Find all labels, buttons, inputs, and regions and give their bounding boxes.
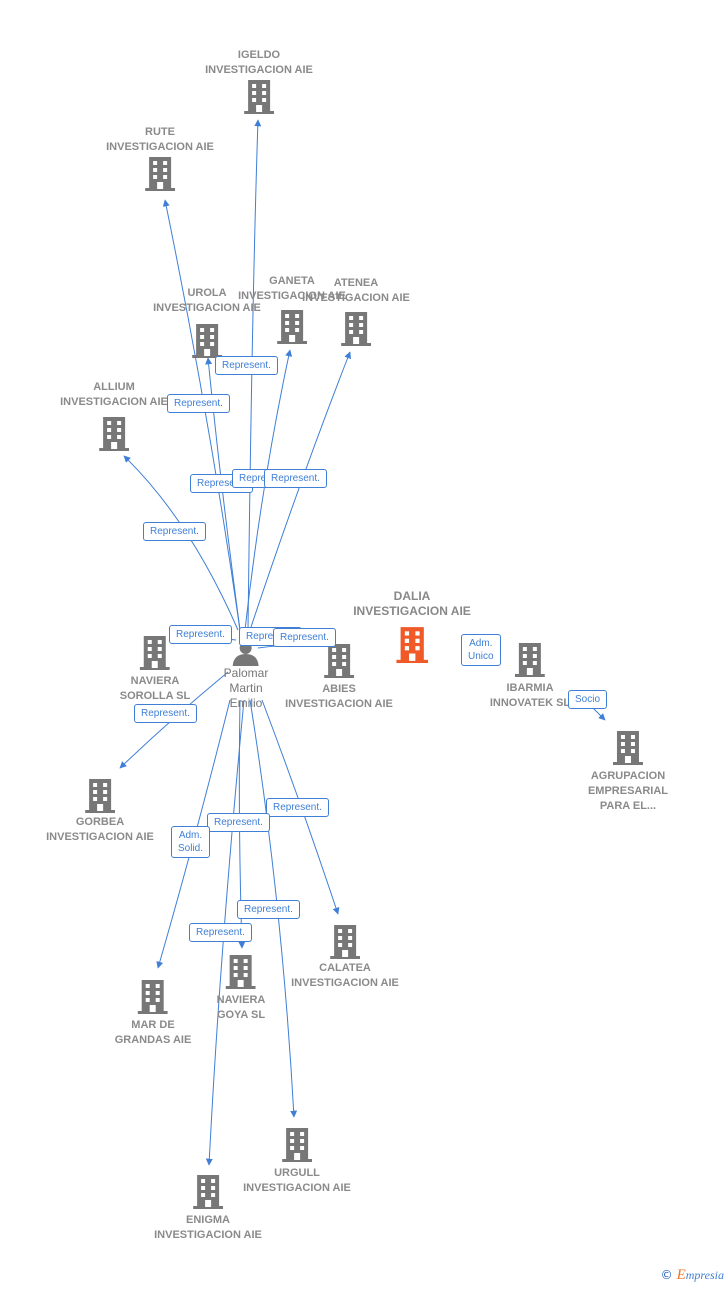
- brand-name: mpresia: [685, 1268, 724, 1282]
- company-label: GORBEA INVESTIGACION AIE: [46, 816, 154, 843]
- company-gorbea[interactable]: GORBEA INVESTIGACION AIE: [46, 777, 154, 845]
- person-label: Palomar Martin Emilio: [223, 666, 269, 710]
- company-calatea[interactable]: CALATEA INVESTIGACION AIE: [291, 923, 399, 991]
- relation-tag[interactable]: Represent.: [169, 625, 232, 644]
- relation-tag-adm-unico[interactable]: Adm. Unico: [461, 634, 501, 666]
- brand-initial: E: [676, 1267, 686, 1283]
- company-enigma[interactable]: ENIGMA INVESTIGACION AIE: [154, 1173, 262, 1243]
- building-icon: [192, 324, 222, 358]
- building-icon: [613, 731, 643, 765]
- building-icon: [145, 157, 175, 191]
- building-icon: [330, 925, 360, 959]
- company-label: IGELDO INVESTIGACION AIE: [205, 49, 313, 76]
- company-label: ABIES INVESTIGACION AIE: [285, 683, 393, 710]
- relation-tag-socio[interactable]: Socio: [568, 690, 608, 709]
- company-allium[interactable]: ALLIUM INVESTIGACION AIE: [60, 380, 168, 451]
- relation-tag[interactable]: Represent.: [143, 522, 206, 541]
- company-label: IBARMIA INNOVATEK SL: [489, 682, 571, 709]
- brand-logo[interactable]: ©Empresia: [661, 1267, 724, 1284]
- building-icon: [193, 1175, 223, 1209]
- edge-atenea: [249, 351, 351, 631]
- building-icon: [137, 980, 168, 1014]
- company-label: AGRUPACION EMPRESARIAL PARA EL...: [587, 770, 669, 812]
- relation-tag[interactable]: Represent.: [266, 798, 329, 817]
- building-icon: [514, 643, 545, 677]
- company-label: MAR DE GRANDAS AIE: [114, 1019, 192, 1046]
- edge-igeldo: [247, 119, 262, 631]
- company-agrupacion[interactable]: AGRUPACION EMPRESARIAL PARA EL...: [588, 729, 668, 814]
- building-icon: [396, 627, 428, 663]
- building-icon: [324, 644, 354, 678]
- relation-tag[interactable]: Represent.: [167, 394, 230, 413]
- building-icon: [85, 779, 115, 813]
- company-label: ATENEA INVESTIGACION AIE: [302, 277, 410, 304]
- company-label: RUTE INVESTIGACION AIE: [106, 126, 214, 153]
- building-icon: [277, 310, 307, 344]
- company-label: ALLIUM INVESTIGACION AIE: [60, 381, 168, 408]
- company-atenea[interactable]: ATENEA INVESTIGACION AIE: [302, 276, 410, 346]
- relation-tag[interactable]: Represent.: [189, 923, 252, 942]
- relation-tag[interactable]: Represent.: [264, 469, 327, 488]
- building-icon: [99, 417, 129, 451]
- relation-tag-adm-solid[interactable]: Adm. Solid.: [171, 826, 211, 858]
- building-icon: [225, 955, 256, 989]
- company-label: ENIGMA INVESTIGACION AIE: [154, 1214, 262, 1241]
- building-icon: [341, 312, 371, 346]
- company-igeldo[interactable]: IGELDO INVESTIGACION AIE: [205, 48, 313, 114]
- edge-rute: [162, 199, 241, 631]
- company-label: CALATEA INVESTIGACION AIE: [291, 962, 399, 989]
- building-icon: [282, 1128, 312, 1162]
- person-palomar[interactable]: Palomar Martin Emilio: [223, 640, 269, 711]
- relation-tag[interactable]: Represent.: [215, 356, 278, 375]
- company-label: UROLA INVESTIGACION AIE: [153, 287, 261, 314]
- relation-tag[interactable]: Represent.: [207, 813, 270, 832]
- building-icon: [244, 80, 274, 114]
- company-label: NAVIERA GOYA SL: [216, 994, 266, 1021]
- company-ganeta[interactable]: GANETA INVESTIGACION AIE: [238, 274, 346, 344]
- relation-tag[interactable]: Represent.: [134, 704, 197, 723]
- company-naviera-sorolla[interactable]: NAVIERA SOROLLA SL: [120, 634, 190, 704]
- copyright-icon: ©: [660, 1268, 673, 1282]
- focus-company-label: DALIA INVESTIGACION AIE: [353, 589, 471, 618]
- company-label: GANETA INVESTIGACION AIE: [238, 275, 346, 302]
- focus-company-dalia[interactable]: DALIA INVESTIGACION AIE: [353, 589, 471, 663]
- company-ibarmia[interactable]: IBARMIA INNOVATEK SL: [490, 641, 570, 711]
- company-naviera-goya[interactable]: NAVIERA GOYA SL: [216, 953, 266, 1023]
- company-rute[interactable]: RUTE INVESTIGACION AIE: [106, 125, 214, 191]
- relation-tag[interactable]: Represent.: [237, 900, 300, 919]
- company-label: NAVIERA SOROLLA SL: [119, 675, 191, 702]
- company-urola[interactable]: UROLA INVESTIGACION AIE: [153, 286, 261, 358]
- relation-tag[interactable]: Represent.: [273, 628, 336, 647]
- building-icon: [139, 636, 170, 670]
- company-abies[interactable]: ABIES INVESTIGACION AIE: [285, 642, 393, 712]
- company-label: URGULL INVESTIGACION AIE: [243, 1167, 351, 1194]
- company-urgull[interactable]: URGULL INVESTIGACION AIE: [243, 1126, 351, 1196]
- company-mar-de-grandas[interactable]: MAR DE GRANDAS AIE: [114, 978, 192, 1048]
